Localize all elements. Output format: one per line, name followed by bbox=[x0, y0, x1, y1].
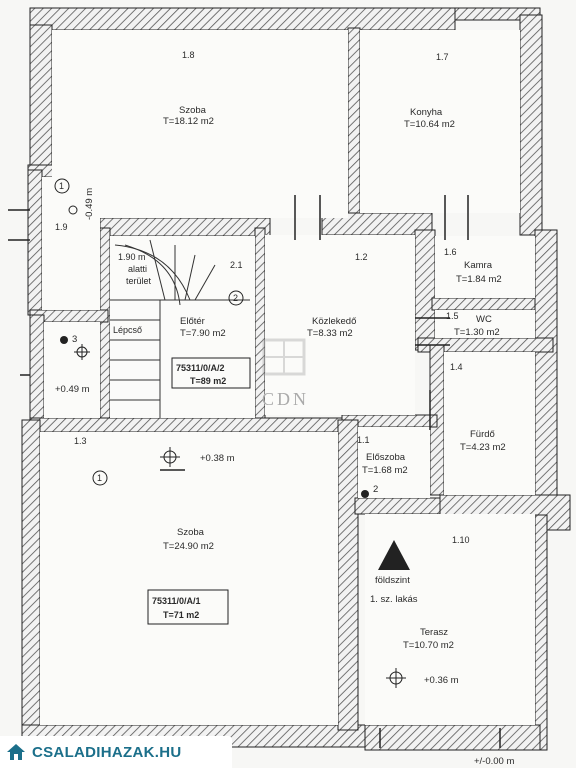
room-labels: 1.8 Szoba T=18.12 m2 1.7 Konyha T=10.64 … bbox=[55, 50, 506, 651]
room-name: Előtér bbox=[180, 316, 205, 327]
room-area: T=7.90 m2 bbox=[180, 328, 226, 339]
room-area: T=10.70 m2 bbox=[403, 640, 454, 651]
entrance-arrow bbox=[378, 540, 410, 570]
room-number: 1.7 bbox=[436, 52, 449, 62]
level-label: +/-0.00 m bbox=[474, 756, 514, 767]
room-area: T=1.68 m2 bbox=[362, 465, 408, 476]
level-label: +0.38 m bbox=[200, 453, 235, 464]
room-name: Előszoba bbox=[366, 452, 406, 463]
circle-markers bbox=[54, 178, 244, 486]
room-floors bbox=[40, 30, 535, 725]
room-name: Konyha bbox=[410, 107, 443, 118]
brand-name: CSALADIHAZAK.HU bbox=[32, 743, 182, 761]
room-name: Fürdő bbox=[470, 429, 495, 440]
marker-dot bbox=[60, 336, 68, 344]
entrance-label: földszint bbox=[375, 575, 410, 586]
room-name: Kamra bbox=[464, 260, 493, 271]
brand-watermark: CSALADIHAZAK.HU bbox=[0, 736, 232, 768]
room-area: T=1.30 m2 bbox=[454, 327, 500, 338]
stamp-line: 75311/0/A/2 bbox=[176, 363, 225, 373]
openings bbox=[8, 195, 501, 748]
entrance-label: 1. sz. lakás bbox=[370, 594, 418, 605]
room-number: 1.8 bbox=[182, 50, 195, 60]
under-stairs-text: terület bbox=[126, 276, 152, 286]
stamp-line: T=89 m2 bbox=[190, 376, 226, 386]
circle-marker-label: 1 bbox=[97, 473, 102, 483]
room-area: T=24.90 m2 bbox=[163, 541, 214, 552]
level-label: +0.36 m bbox=[424, 675, 459, 686]
center-watermark bbox=[262, 338, 306, 376]
room-number: 1.1 bbox=[357, 435, 370, 445]
marker-label: 3 bbox=[72, 334, 77, 345]
room-number: 2.1 bbox=[230, 260, 243, 270]
walls bbox=[21, 7, 571, 751]
level-label: +0.49 m bbox=[55, 384, 90, 395]
room-name: Közlekedő bbox=[312, 316, 356, 327]
house-logo-icon bbox=[7, 744, 25, 760]
room-name: Terasz bbox=[420, 627, 448, 638]
stamp-line: 75311/0/A/1 bbox=[152, 596, 201, 606]
room-name: Szoba bbox=[177, 527, 205, 538]
room-area: T=8.33 m2 bbox=[307, 328, 353, 339]
circle-marker-label: 2 bbox=[233, 293, 238, 303]
room-area: T=4.23 m2 bbox=[460, 442, 506, 453]
room-number: 1.5 bbox=[446, 311, 459, 321]
room-number: 1.10 bbox=[452, 535, 470, 545]
room-name: WC bbox=[476, 314, 492, 325]
marker-label: 2 bbox=[373, 484, 378, 495]
marker-dot bbox=[361, 490, 369, 498]
room-name: Szoba bbox=[179, 105, 207, 116]
stamp-line: T=71 m2 bbox=[163, 610, 199, 620]
stamp-upper: 75311/0/A/2 T=89 m2 bbox=[171, 357, 251, 389]
under-stairs-text: alatti bbox=[128, 264, 147, 274]
level-markers bbox=[68, 205, 406, 688]
room-area: T=18.12 m2 bbox=[163, 116, 214, 127]
center-watermark-text: CDN bbox=[262, 389, 309, 409]
staircase bbox=[110, 239, 250, 418]
circle-marker-label: 1 bbox=[59, 181, 64, 191]
level-label: -0.49 m bbox=[84, 188, 95, 220]
stair-label: Lépcső bbox=[113, 325, 142, 335]
room-area: T=10.64 m2 bbox=[404, 119, 455, 130]
stamp-lower: 75311/0/A/1 T=71 m2 bbox=[147, 589, 229, 625]
room-number: 1.3 bbox=[74, 436, 87, 446]
room-number: 1.6 bbox=[444, 247, 457, 257]
room-number: 1.4 bbox=[450, 362, 463, 372]
room-area: T=1.84 m2 bbox=[456, 274, 502, 285]
room-number: 1.9 bbox=[55, 222, 68, 232]
room-number: 1.2 bbox=[355, 252, 368, 262]
under-stairs-text: 1.90 m bbox=[118, 252, 146, 262]
